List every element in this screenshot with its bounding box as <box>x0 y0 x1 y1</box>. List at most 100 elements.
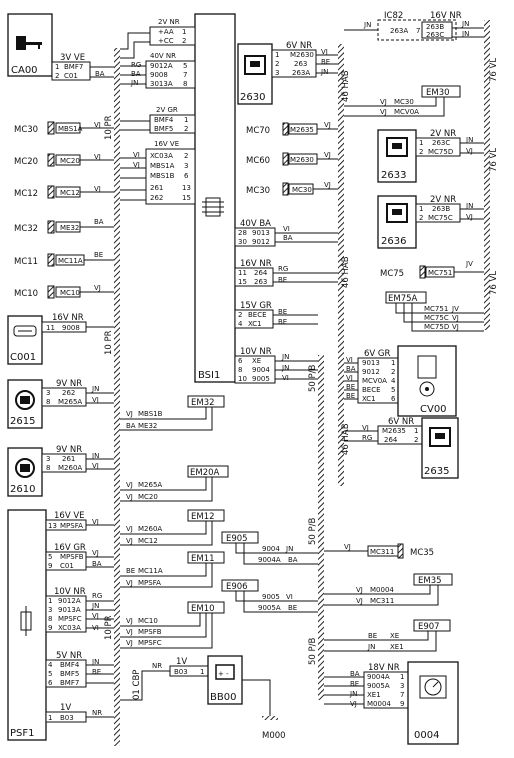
cv00-component[interactable]: CV00 <box>397 345 457 417</box>
wire-color: JN <box>91 602 99 610</box>
pin-number: 4 <box>48 661 53 669</box>
pin-wire: 263 <box>294 60 307 68</box>
pin-number: 2 <box>184 125 188 133</box>
ground-point-mc35: MC35 MC311 VJ <box>324 543 434 559</box>
bb00-component[interactable]: + - BB00 <box>207 655 271 716</box>
splice-em32[interactable]: EM32 VJ MBS1B BA ME32 <box>120 395 225 431</box>
wire-color: BA <box>92 560 102 568</box>
pin-wire: M265A <box>58 398 82 406</box>
svg-text:BE: BE <box>94 251 103 259</box>
ground-point-mc20: MC20 MC20 VJ <box>14 153 114 167</box>
seat-icon <box>15 458 35 478</box>
ground-point-mc32: MC32 ME32 BA <box>14 218 114 234</box>
wire-color: JN <box>91 658 99 666</box>
pin-wire: MPSFC <box>58 615 82 623</box>
pin-number: 13 <box>48 522 57 530</box>
splice-e905[interactable]: E905 9004 JN 9004A BA <box>221 531 318 565</box>
svg-text:BA: BA <box>94 218 104 226</box>
pin-number: 1 <box>55 63 59 71</box>
psf1-component[interactable]: PSF1 <box>7 509 47 741</box>
pin-wire: 263A <box>390 27 408 35</box>
pin-wire: BMF5 <box>60 670 79 678</box>
wire-color: VJ <box>466 147 473 155</box>
wire-color: JN <box>91 452 99 460</box>
wires-bsi-left <box>120 32 150 201</box>
c2635-component[interactable]: 2635 <box>421 417 459 479</box>
svg-text:9004: 9004 <box>262 545 280 553</box>
c2630-component[interactable]: 2630 <box>237 43 273 105</box>
c2610-component[interactable]: 2610 <box>7 447 43 497</box>
pin-number: 2 <box>55 72 59 80</box>
wire-color: VJ <box>92 549 99 557</box>
svg-text:M2635: M2635 <box>290 126 314 134</box>
splice-em11[interactable]: EM11 BE MC11A VJ MPSFA <box>120 551 225 588</box>
bsi-40v-header: 40V NR <box>150 52 176 60</box>
svg-text:MC751: MC751 <box>428 269 452 277</box>
pin-wire: MPSFA <box>60 522 83 530</box>
svg-text:VJ: VJ <box>126 537 133 545</box>
wire-color: RG <box>278 265 288 273</box>
pin-wire: 262 <box>150 194 163 202</box>
pin-number: 13 <box>182 184 191 192</box>
svg-text:VJ: VJ <box>126 639 133 647</box>
svg-text:9005: 9005 <box>262 593 280 601</box>
svg-text:MC10: MC10 <box>60 289 80 297</box>
ca00-component[interactable]: CA00 <box>7 13 53 77</box>
c2636-component[interactable]: 2636 <box>377 195 417 249</box>
svg-text:MC12: MC12 <box>60 189 80 197</box>
splice-em12[interactable]: EM12 VJ M260A VJ MC12 <box>120 509 225 546</box>
pin-wire: 263 <box>254 278 267 286</box>
right-ground-points: MC70 M2635 VJ MC60 M2630 VJ MC30 MC30 VJ… <box>246 121 484 559</box>
wire-color: BE <box>321 58 330 66</box>
pin-number: 9 <box>400 700 404 708</box>
ground-m000: M000 <box>262 716 286 741</box>
pin-wire: MC75C <box>428 214 453 222</box>
pin-number: 2 <box>184 152 188 160</box>
c2635-connector: 6V NR M2635 1 264 2 VJ RG <box>344 417 423 445</box>
wire-color: BA <box>131 70 141 78</box>
svg-text:MC10: MC10 <box>14 289 38 299</box>
wire-color: BA <box>350 670 360 678</box>
svg-text:VJ: VJ <box>126 617 133 625</box>
cv00-label: CV00 <box>420 404 447 415</box>
pin-wire: MBS1B <box>150 172 175 180</box>
pin-wire: BMF4 <box>154 116 174 124</box>
c2610-label: 2610 <box>10 484 35 495</box>
splice-e906[interactable]: E906 9005 VI 9005A BE <box>221 579 318 613</box>
splice-em35[interactable]: EM35 VJ M0004 VJ MC311 <box>324 573 453 606</box>
splice-em10[interactable]: EM10 VJ MC10 VJ MPSFB VJ MPSFC <box>120 601 225 649</box>
pin-wire: 9013A <box>58 606 81 614</box>
svg-text:JV: JV <box>465 260 473 268</box>
pin-wire: 9005 <box>252 375 270 383</box>
splice-em75a[interactable]: EM75A MC751 JV MC75C VJ MC75D VJ <box>385 291 484 332</box>
svg-text:MPSFA: MPSFA <box>138 579 161 587</box>
svg-text:+ -: + - <box>218 670 229 678</box>
svg-text:M2630: M2630 <box>290 156 314 164</box>
ground-point-mc10: MC10 MC10 VJ <box>14 284 114 299</box>
pin-wire: 261 <box>62 455 75 463</box>
pin-wire: 264 <box>254 269 268 277</box>
pin-wire: 263A <box>292 69 310 77</box>
c2633-component[interactable]: 2633 <box>377 129 417 183</box>
pin-number: 1 <box>48 714 52 722</box>
c2615-component[interactable]: 2615 <box>7 379 43 429</box>
pin-wire: MC75D <box>428 148 453 156</box>
pin-number: 6 <box>48 679 53 687</box>
ic82-connector[interactable]: IC82 16V NR 263A 7 263B 263C JN JN JN <box>344 11 484 41</box>
splice-em20a[interactable]: EM20A VJ M265A VJ MC20 <box>120 465 229 502</box>
splice-em30[interactable]: EM30 VJ MC30 VJ MCV0A <box>344 85 461 117</box>
bsi1-unit[interactable]: BSI1 <box>194 13 236 383</box>
svg-text:MC311: MC311 <box>370 548 394 556</box>
svg-text:MC12: MC12 <box>138 537 158 545</box>
c0004-component[interactable]: 0004 <box>407 661 459 745</box>
pin-wire: XC1 <box>362 395 376 403</box>
svg-text:VJ: VJ <box>356 586 363 594</box>
wire-color: VI <box>133 151 140 159</box>
bundle-bar-pr <box>114 48 120 746</box>
door-lock-icon <box>429 427 451 447</box>
pin-number: 3 <box>46 455 50 463</box>
c001-component[interactable]: C001 <box>7 315 43 365</box>
svg-text:MC60: MC60 <box>246 156 270 166</box>
splice-e907[interactable]: E907 BE XE JN XE1 <box>324 619 451 652</box>
wire-color: BE <box>278 318 287 326</box>
